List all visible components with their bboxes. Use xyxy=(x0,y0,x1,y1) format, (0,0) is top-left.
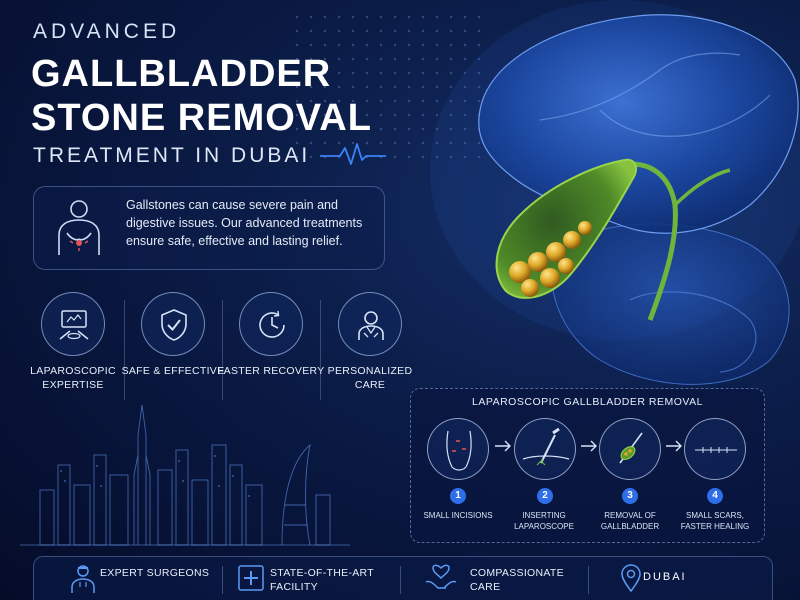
page-title-line-2: STONE REMOVAL xyxy=(31,97,372,139)
step-number-badge: 1 xyxy=(450,488,466,504)
step-label: REMOVAL OF GALLBLADDER xyxy=(600,511,660,531)
heart-hands-icon xyxy=(425,564,457,589)
page-subtitle: TREATMENT IN DUBAI xyxy=(33,144,311,167)
bottom-divider xyxy=(222,566,223,594)
feature-divider xyxy=(124,300,125,400)
doctor-icon xyxy=(358,311,384,340)
medical-facility-icon xyxy=(238,565,264,591)
heartbeat-line-icon xyxy=(320,143,386,165)
bottom-label-compassionate: COMPASSIONATE CARE xyxy=(470,567,564,593)
step-arrow-icon xyxy=(581,440,597,452)
bottom-label-facility: STATE-OF-THE-ART FACILITY xyxy=(270,567,374,593)
surgeon-icon xyxy=(71,565,95,593)
step-arrow-icon xyxy=(495,440,511,452)
step-label: SMALL SCARS, FASTER HEALING xyxy=(680,511,750,531)
brand-name: DUBAI xyxy=(643,571,687,583)
intro-text: Gallstones can cause severe pain and dig… xyxy=(126,198,363,248)
step-3-image xyxy=(599,418,661,480)
feature-icon-circle-recovery xyxy=(239,292,303,356)
laparoscope-insertion-icon xyxy=(522,427,570,466)
decorative-dot-grid xyxy=(290,10,490,160)
location-pin-icon xyxy=(621,564,641,592)
small-scars-icon xyxy=(695,447,737,453)
step-arrow-icon xyxy=(666,440,682,452)
bottom-divider xyxy=(588,566,589,594)
page-title-line-1: GALLBLADDER xyxy=(31,53,332,95)
abdomen-incisions-icon xyxy=(446,430,472,471)
feature-label-recovery: FASTER RECOVERY xyxy=(217,365,325,377)
clock-icon xyxy=(259,310,285,338)
bottom-label-expert-surgeons: EXPERT SURGEONS xyxy=(100,567,210,579)
step-label: INSERTING LAPAROSCOPE xyxy=(514,511,574,531)
gallbladder-removal-icon xyxy=(619,432,643,464)
feature-icon-circle-personalized xyxy=(338,292,402,356)
feature-divider xyxy=(222,300,223,400)
bottom-info-bar xyxy=(33,556,773,600)
feature-label-laparoscopic: LAPAROSCOPIC EXPERTISE xyxy=(30,365,116,391)
step-number-badge: 3 xyxy=(622,488,638,504)
step-4-image xyxy=(684,418,746,480)
feature-label-personalized: PERSONALIZED CARE xyxy=(327,365,413,391)
feature-divider xyxy=(320,300,321,400)
step-2-image xyxy=(514,418,576,480)
bottom-divider xyxy=(400,566,401,594)
shield-check-icon xyxy=(161,309,187,341)
procedure-title: LAPAROSCOPIC GALLBLADDER REMOVAL xyxy=(472,396,703,408)
step-number-badge: 4 xyxy=(707,488,723,504)
dubai-skyline-illustration xyxy=(20,404,350,546)
heading-kicker: ADVANCED xyxy=(33,20,181,43)
step-number-badge: 2 xyxy=(537,488,553,504)
patient-abdominal-pain-icon xyxy=(58,200,100,255)
feature-label-safe: SAFE & EFFECTIVE xyxy=(121,365,225,377)
feature-icon-circle-laparoscopic xyxy=(41,292,105,356)
liver-gallbladder-illustration xyxy=(430,0,800,385)
laparoscopic-monitor-icon xyxy=(59,310,89,340)
step-label: SMALL INCISIONS xyxy=(423,511,493,520)
step-1-image xyxy=(427,418,489,480)
feature-icon-circle-safe xyxy=(141,292,205,356)
intro-card xyxy=(33,186,385,270)
